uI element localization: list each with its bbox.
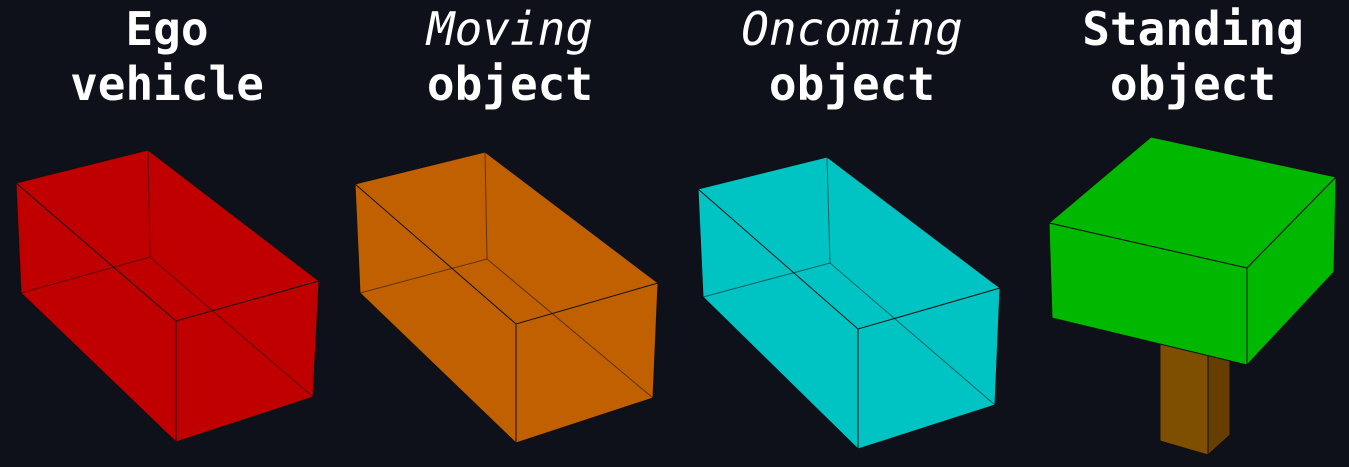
standing-object-label-line1: Standing	[1082, 2, 1304, 56]
moving-object-label-line2: object	[426, 57, 594, 111]
standing-object-label: Standing object	[1028, 2, 1349, 112]
moving-object-box	[353, 151, 660, 444]
ego-vehicle-box	[14, 149, 321, 443]
moving-object-label-line1: Moving	[426, 2, 594, 56]
standing-object-tree	[1047, 136, 1337, 457]
oncoming-object-label-line2: object	[768, 57, 936, 111]
oncoming-object-box	[696, 156, 1002, 450]
standing-object-label-line2: object	[1109, 57, 1277, 111]
ego-vehicle-label-line2: vehicle	[70, 57, 264, 111]
tree-canopy	[1047, 136, 1337, 367]
oncoming-object-label: Oncoming object	[687, 2, 1017, 112]
ego-vehicle-label-line1: Ego	[125, 2, 209, 56]
ego-vehicle-label: Ego vehicle	[2, 2, 332, 112]
moving-object-label: Moving object	[345, 2, 675, 112]
oncoming-object-label-line1: Oncoming	[741, 2, 963, 56]
